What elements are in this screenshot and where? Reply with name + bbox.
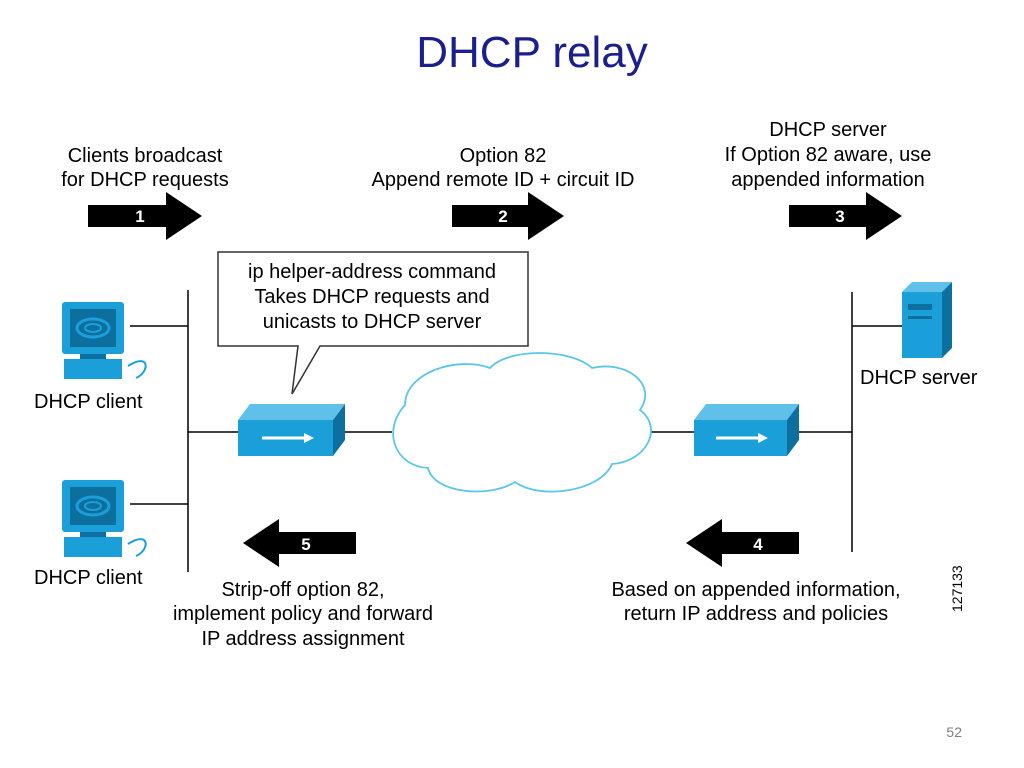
step-3-line-1: DHCP server: [769, 119, 887, 141]
dhcp-client-top-computer-icon: [62, 302, 147, 379]
step-1-line-2: for DHCP requests: [61, 169, 228, 191]
step-2-description: Option 82 Append remote ID + circuit ID: [372, 145, 635, 191]
callout-line-1: ip helper-address command: [248, 261, 496, 283]
step-1-description: Clients broadcast for DHCP requests: [61, 145, 228, 191]
step-5-line-2: implement policy and forward: [173, 603, 433, 625]
step-1-arrow-shape: [88, 192, 202, 240]
dhcp-client-bottom-computer-icon: [62, 480, 147, 557]
step-3-arrow: 3: [789, 192, 902, 240]
ip-helper-callout: ip helper-address command Takes DHCP req…: [217, 251, 529, 395]
step-2-arrow-shape: [452, 192, 564, 240]
dhcp-server-icon: [902, 282, 952, 358]
step-2-line-1: Option 82: [460, 145, 547, 167]
step-4-description: Based on appended information, return IP…: [611, 579, 900, 625]
step-5-line-3: IP address assignment: [201, 628, 405, 650]
step-2-arrow: 2: [452, 192, 564, 240]
step-2-line-2: Append remote ID + circuit ID: [372, 169, 635, 191]
step-3-arrow-shape: [789, 192, 902, 240]
dhcp-client-bottom-label: DHCP client: [34, 567, 143, 589]
step-1-arrow: 1: [88, 192, 202, 240]
callout-line-2: Takes DHCP requests and: [254, 286, 489, 308]
step-3-number: 3: [835, 207, 844, 226]
step-4-arrow-shape: [686, 519, 799, 567]
step-5-number: 5: [301, 535, 310, 554]
step-5-line-1: Strip-off option 82,: [221, 579, 384, 601]
callout-box: [217, 251, 529, 395]
dhcp-server-label: DHCP server: [860, 367, 978, 389]
step-4-arrow: 4: [686, 519, 799, 567]
step-5-arrow: 5: [243, 519, 356, 567]
step-3-line-3: appended information: [731, 169, 924, 191]
step-3-description: DHCP server If Option 82 aware, use appe…: [725, 119, 932, 191]
slide-title: DHCP relay: [416, 28, 648, 77]
wan-cloud: [392, 352, 652, 493]
page-number: 52: [946, 724, 962, 740]
dhcp-client-top-label: DHCP client: [34, 391, 143, 413]
step-3-line-2: If Option 82 aware, use: [725, 144, 932, 166]
server-side-router: [694, 404, 799, 456]
step-1-line-1: Clients broadcast: [68, 145, 223, 167]
step-1-number: 1: [135, 207, 144, 226]
step-4-line-2: return IP address and policies: [624, 603, 888, 625]
step-4-number: 4: [753, 535, 763, 554]
figure-id: 127133: [949, 565, 965, 612]
step-5-arrow-shape: [243, 519, 356, 567]
step-2-number: 2: [498, 207, 507, 226]
step-5-description: Strip-off option 82, implement policy an…: [173, 579, 433, 650]
callout-line-3: unicasts to DHCP server: [263, 311, 482, 333]
relay-router: [238, 404, 345, 456]
step-4-line-1: Based on appended information,: [611, 579, 900, 601]
